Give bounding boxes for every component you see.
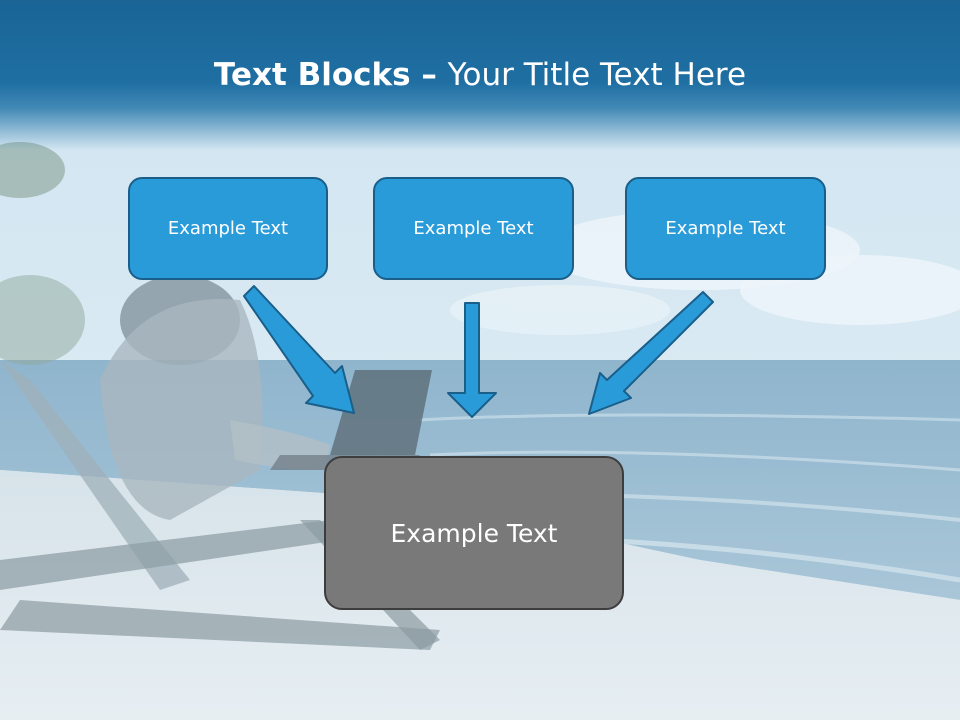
title-bold-part: Text Blocks (213, 57, 411, 93)
text-block-3-label: Example Text (665, 218, 786, 239)
title-band (0, 0, 960, 150)
text-block-2[interactable]: Example Text (373, 177, 574, 280)
target-text-block-label: Example Text (390, 518, 558, 548)
text-block-2-label: Example Text (413, 218, 534, 239)
title-rest-part: Your Title Text Here (447, 57, 747, 93)
text-block-3[interactable]: Example Text (625, 177, 826, 280)
target-text-block[interactable]: Example Text (324, 456, 624, 610)
text-block-1[interactable]: Example Text (128, 177, 328, 280)
text-block-1-label: Example Text (167, 218, 289, 239)
slide-title: Text Blocks – Your Title Text Here (0, 52, 960, 98)
title-dash: – (410, 57, 448, 93)
